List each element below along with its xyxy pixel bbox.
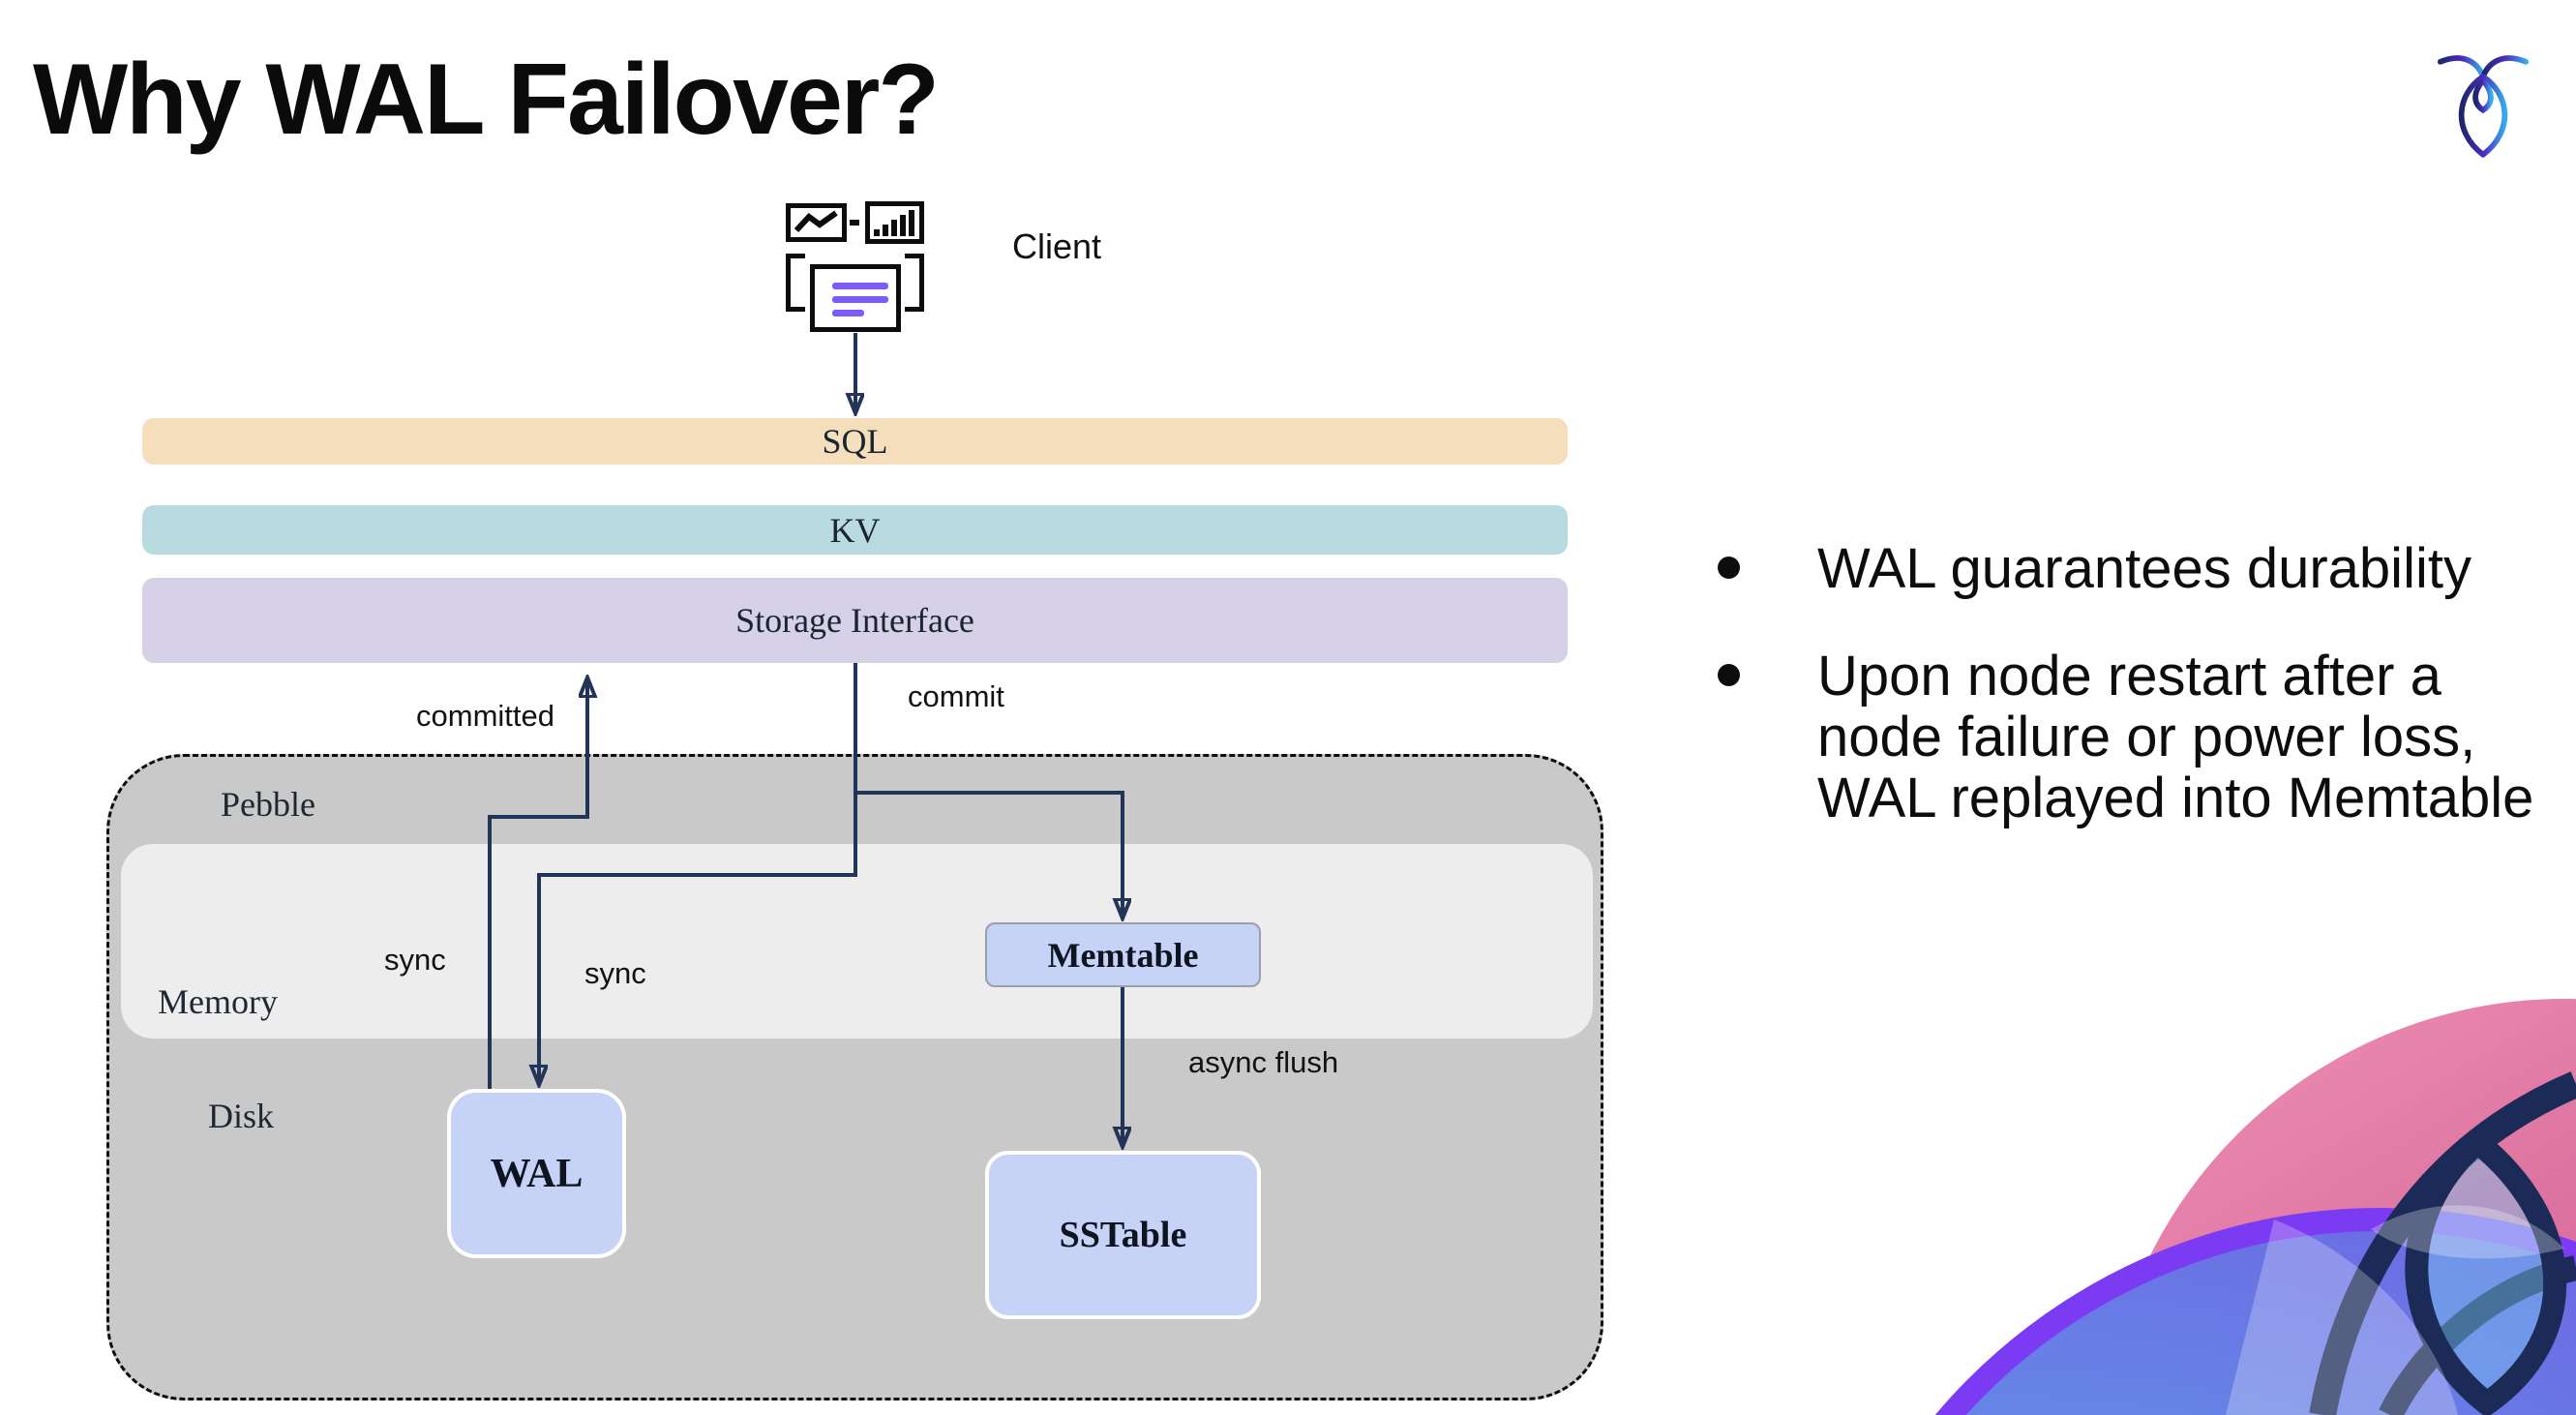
right-bracket-icon <box>905 254 924 312</box>
edge-label-sync-left: sync <box>384 943 446 977</box>
layer-storage-interface: Storage Interface <box>142 578 1568 663</box>
bullet-dot-icon <box>1718 557 1740 579</box>
node-memtable-label: Memtable <box>1047 935 1199 975</box>
cockroachdb-logo-icon <box>2437 55 2530 158</box>
bullet-item: Upon node restart after a node failure o… <box>1718 646 2569 828</box>
left-bracket-icon <box>786 254 805 312</box>
pebble-label: Pebble <box>221 785 315 824</box>
edge-label-committed: committed <box>416 699 554 733</box>
client-label: Client <box>1012 226 1102 266</box>
bar-chart-icon <box>865 201 924 244</box>
layer-kv-label: KV <box>829 510 881 550</box>
bullet-line: WAL replayed into Memtable <box>1817 767 2534 829</box>
disk-label: Disk <box>208 1097 275 1135</box>
edge-label-sync-right: sync <box>584 956 646 990</box>
line-chart-icon <box>786 203 847 242</box>
bullet-list: WAL guarantees durability Upon node rest… <box>1718 538 2569 875</box>
node-wal: WAL <box>447 1089 626 1258</box>
page-title: Why WAL Failover? <box>33 44 940 156</box>
layer-kv: KV <box>142 505 1568 555</box>
node-wal-label: WAL <box>490 1151 584 1196</box>
document-icon <box>810 264 901 332</box>
node-sstable: SSTable <box>985 1151 1261 1319</box>
layer-sql-label: SQL <box>822 422 888 461</box>
bullet-line: Upon node restart after a <box>1817 645 2441 708</box>
bullet-item: WAL guarantees durability <box>1718 538 2569 599</box>
edge-label-async-flush: async flush <box>1188 1045 1339 1079</box>
layer-storage-label: Storage Interface <box>735 601 974 640</box>
bullet-line: node failure or power loss, <box>1817 706 2476 768</box>
node-sstable-label: SSTable <box>1059 1215 1187 1255</box>
node-memtable: Memtable <box>985 922 1261 987</box>
memory-label: Memory <box>158 982 278 1021</box>
icon-connector-dash <box>850 220 859 226</box>
brand-sphere-illustration <box>1934 999 2576 1415</box>
bullet-dot-icon <box>1718 664 1740 686</box>
layer-sql: SQL <box>142 418 1568 465</box>
bullet-line: WAL guarantees durability <box>1817 537 2471 600</box>
edge-label-commit: commit <box>908 679 1004 713</box>
memory-band <box>121 844 1593 1039</box>
